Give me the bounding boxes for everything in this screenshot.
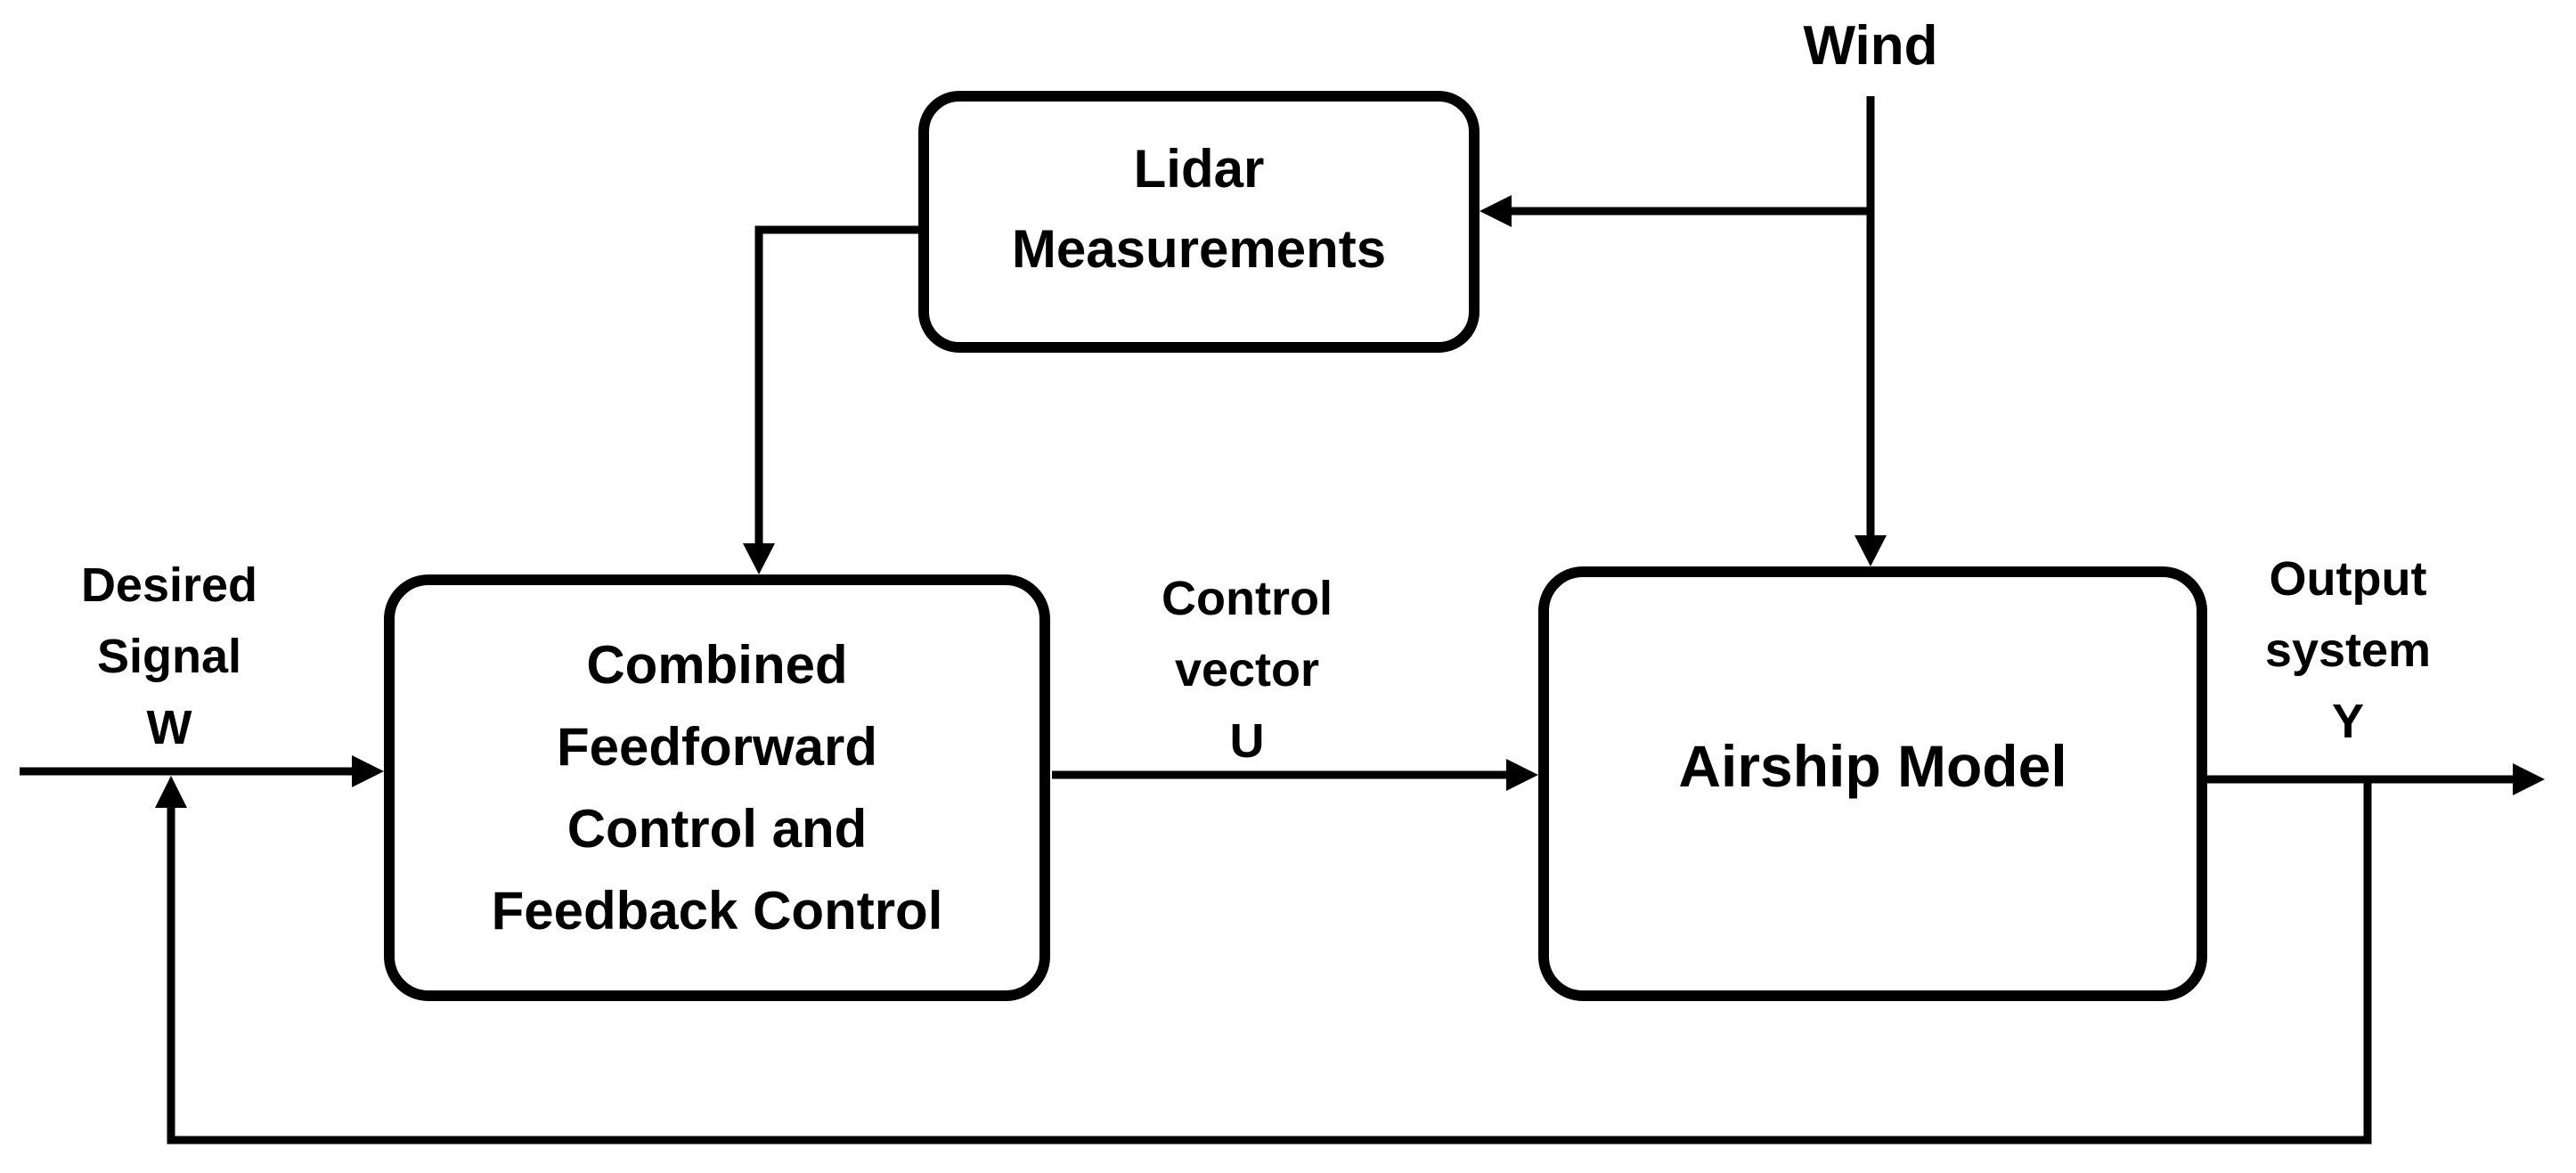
control-vector-arrowhead bbox=[1506, 759, 1538, 791]
desired-signal-line-1: Desired bbox=[80, 558, 258, 612]
lidar-measurements-label: Lidar Measurements bbox=[1012, 129, 1386, 289]
output-system-label: Output system Y bbox=[2152, 543, 2544, 757]
output-system-line-1: Output bbox=[2269, 552, 2427, 606]
controller-label: Combined Feedforward Control and Feedbac… bbox=[492, 624, 943, 952]
airship-model-label: Airship Model bbox=[1678, 730, 2067, 802]
wind-arrowhead bbox=[1855, 535, 1887, 566]
output-system-line-2: system bbox=[2264, 623, 2432, 677]
input-arrowhead bbox=[352, 755, 384, 787]
wind-label-line-1: Wind bbox=[1803, 15, 1938, 77]
control-vector-line-3: U bbox=[1229, 714, 1265, 768]
lidar-feed-line bbox=[754, 225, 920, 543]
controller-label-line-2: Feedforward bbox=[556, 716, 878, 777]
wind-branch-arrowhead bbox=[1480, 195, 1512, 227]
lidar-label-line-2: Measurements bbox=[1011, 219, 1387, 279]
controller-label-line-3: Control and bbox=[567, 798, 868, 859]
controller-node: Combined Feedforward Control and Feedbac… bbox=[384, 574, 1050, 1001]
feedback-arrowhead bbox=[155, 776, 187, 808]
desired-signal-label: Desired Signal W bbox=[0, 550, 365, 763]
lidar-measurements-node: Lidar Measurements bbox=[918, 91, 1480, 353]
output-arrowhead bbox=[2513, 763, 2545, 795]
control-vector-line-1: Control bbox=[1162, 572, 1333, 625]
controller-label-line-1: Combined bbox=[586, 634, 848, 695]
lidar-label-line-1: Lidar bbox=[1133, 139, 1265, 199]
desired-signal-line-3: W bbox=[146, 701, 192, 754]
airship-label-line-1: Airship Model bbox=[1678, 733, 2067, 799]
controller-label-line-4: Feedback Control bbox=[491, 880, 943, 941]
lidar-feed-arrowhead bbox=[743, 543, 775, 574]
feedback-loop-line bbox=[167, 783, 2372, 1144]
wind-label: Wind bbox=[1675, 11, 2067, 82]
control-vector-line-2: vector bbox=[1174, 643, 1320, 696]
airship-model-node: Airship Model bbox=[1538, 566, 2207, 1001]
control-vector-label: Control vector U bbox=[1051, 563, 1443, 777]
output-system-line-3: Y bbox=[2331, 695, 2365, 748]
desired-signal-line-2: Signal bbox=[96, 630, 242, 683]
